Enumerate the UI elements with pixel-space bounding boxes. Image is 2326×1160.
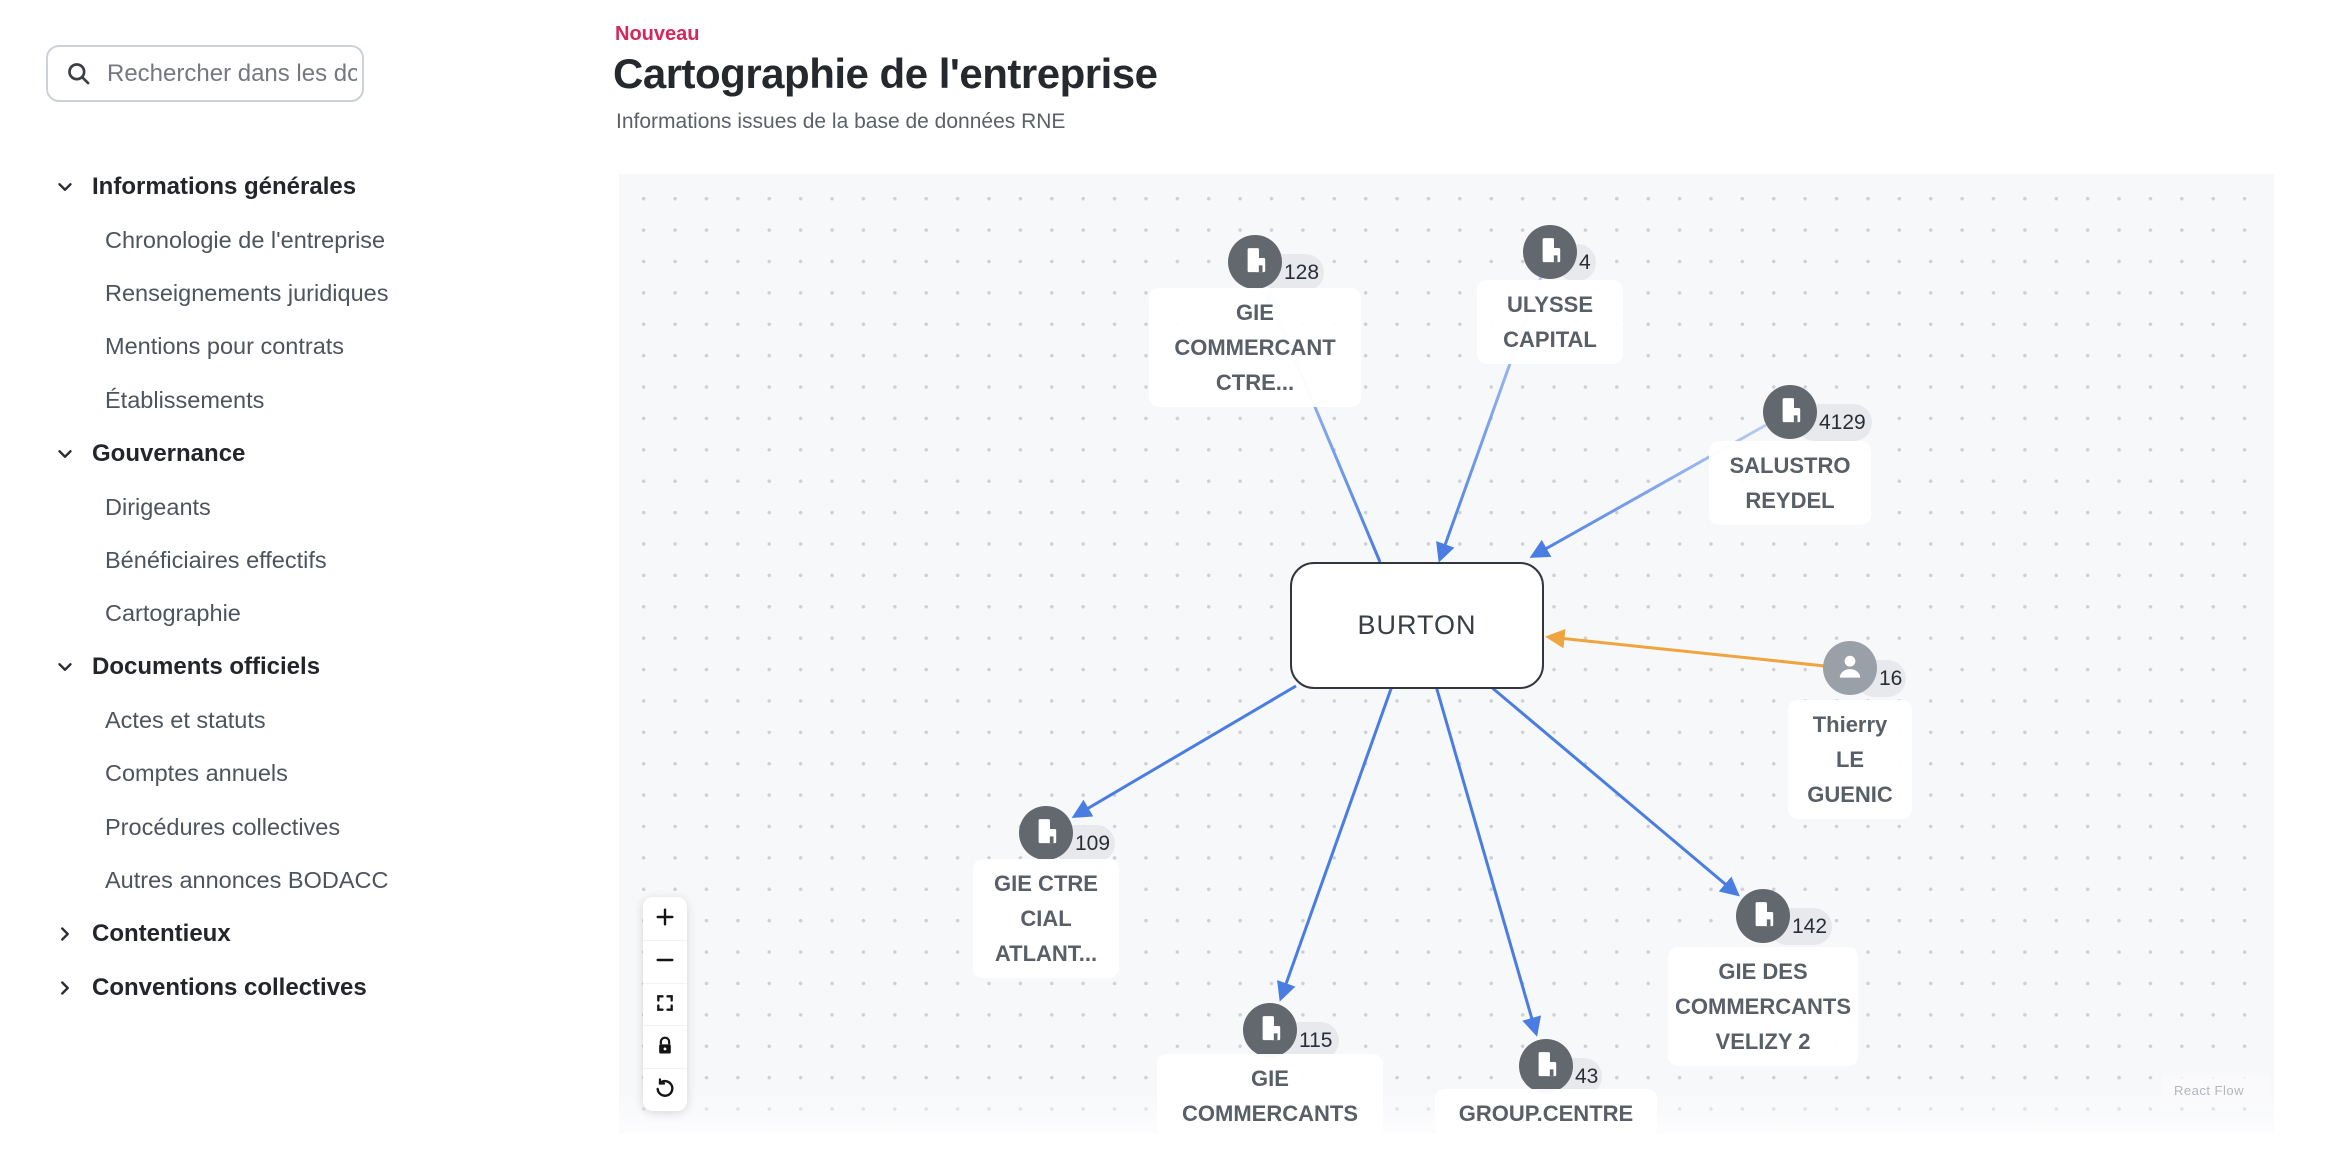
sidebar-section-label: Informations générales: [92, 172, 357, 200]
sidebar-item-2-0[interactable]: Actes et statuts: [0, 694, 566, 747]
node-group-centre-badge-count: 43: [1575, 1065, 1599, 1088]
fit-view-icon: [655, 993, 675, 1016]
sidebar-item-label: Autres annonces BODACC: [105, 867, 389, 894]
building-icon: [1529, 1047, 1563, 1086]
sidebar-item-0-2[interactable]: Mentions pour contrats: [0, 320, 566, 373]
sidebar-section-3[interactable]: Contentieux: [0, 907, 566, 960]
node-gie-commercant-ctre-badge-count: 128: [1284, 261, 1320, 284]
sidebar-item-label: Chronologie de l'entreprise: [105, 226, 386, 253]
sidebar-section-0[interactable]: Informations générales: [0, 160, 566, 213]
chevron-down-icon: [54, 656, 76, 678]
sidebar-section-4[interactable]: Conventions collectives: [0, 961, 566, 1014]
sidebar-section-label: Conventions collectives: [92, 973, 367, 1001]
building-icon: [1253, 1011, 1287, 1050]
sidebar-item-label: Comptes annuels: [105, 760, 288, 787]
sidebar-item-label: Établissements: [105, 386, 265, 413]
node-salustro-reydel-badge-count: 4129: [1819, 411, 1866, 434]
building-icon: [1533, 233, 1567, 272]
graph-controls: [643, 897, 687, 1111]
search-input[interactable]: [105, 58, 359, 89]
page-title: Cartographie de l'entreprise: [613, 50, 1158, 97]
edge-burton-to-gie-ctre-cial: [1071, 684, 1297, 818]
sidebar-item-label: Renseignements juridiques: [105, 279, 389, 306]
sidebar-item-label: Mentions pour contrats: [105, 333, 345, 360]
sidebar-section-2[interactable]: Documents officiels: [0, 641, 566, 694]
node-thierry-le-guenic[interactable]: [1823, 641, 1877, 695]
chevron-right-icon: [54, 977, 76, 999]
node-velizy-2[interactable]: [1736, 889, 1790, 943]
node-group-centre-label: GROUP.CENTRE: [1435, 1089, 1657, 1134]
reset-icon: [654, 1077, 676, 1103]
zoom-in-button[interactable]: [643, 897, 687, 940]
plus-icon: [654, 906, 676, 931]
new-badge: Nouveau: [615, 23, 700, 45]
node-ulysse-capital-badge-count: 4: [1579, 251, 1591, 274]
node-thierry-le-guenic-badge-count: 16: [1879, 667, 1903, 690]
chevron-down-icon: [54, 176, 76, 198]
node-gie-ctre-cial-atlant[interactable]: [1019, 806, 1073, 860]
node-gie-commercants[interactable]: [1243, 1003, 1297, 1057]
edge-burton-to-gie-commercants: [1277, 685, 1394, 1002]
node-velizy-2-badge-count: 142: [1792, 915, 1828, 938]
building-icon: [1238, 243, 1272, 282]
reset-button[interactable]: [643, 1068, 687, 1111]
sidebar-item-label: Actes et statuts: [105, 707, 266, 734]
sidebar-item-label: Dirigeants: [105, 493, 211, 520]
document-search-box[interactable]: [46, 45, 364, 102]
sidebar-item-0-1[interactable]: Renseignements juridiques: [0, 267, 566, 320]
node-ulysse-capital[interactable]: [1523, 225, 1577, 279]
page-subtitle: Informations issues de la base de donnée…: [616, 110, 1066, 133]
sidebar-item-label: Cartographie: [105, 600, 241, 627]
chevron-right-icon: [54, 923, 76, 945]
sidebar-item-2-3[interactable]: Autres annonces BODACC: [0, 854, 566, 907]
building-icon: [1746, 897, 1780, 936]
node-group-centre[interactable]: [1519, 1039, 1573, 1093]
node-gie-commercants-badge-count: 115: [1299, 1029, 1333, 1052]
lock-button[interactable]: [643, 1025, 687, 1069]
sidebar-section-1[interactable]: Gouvernance: [0, 427, 566, 480]
sidebar-section-label: Gouvernance: [92, 439, 246, 467]
fit-view-button[interactable]: [643, 982, 687, 1026]
node-burton[interactable]: BURTON: [1290, 562, 1544, 689]
node-gie-commercant-ctre[interactable]: [1228, 235, 1282, 289]
zoom-out-button[interactable]: [643, 939, 687, 983]
sidebar-item-2-1[interactable]: Comptes annuels: [0, 747, 566, 800]
sidebar-item-label: Procédures collectives: [105, 813, 341, 840]
lock-icon: [655, 1036, 675, 1059]
edge-thierry-le-guenic-to-burton: [1545, 628, 1826, 668]
sidebar-section-label: Documents officiels: [92, 653, 321, 681]
person-icon: [1833, 649, 1867, 688]
sidebar-item-label: Bénéficiaires effectifs: [105, 546, 327, 573]
chevron-down-icon: [54, 443, 76, 465]
edge-burton-to-velizy-2: [1489, 684, 1740, 897]
building-icon: [1773, 393, 1807, 432]
sidebar-item-0-3[interactable]: Établissements: [0, 374, 566, 427]
minus-icon: [654, 949, 676, 974]
node-gie-ctre-cial-atlant-badge-count: 109: [1075, 832, 1111, 855]
sidebar-section-label: Contentieux: [92, 920, 231, 948]
sidebar-item-1-1[interactable]: Bénéficiaires effectifs: [0, 534, 566, 587]
edge-burton-to-group-centre: [1434, 685, 1542, 1037]
node-salustro-reydel[interactable]: [1763, 385, 1817, 439]
search-icon: [68, 63, 90, 85]
reactflow-attribution[interactable]: React Flow: [2161, 1075, 2270, 1106]
sidebar-item-1-2[interactable]: Cartographie: [0, 587, 566, 640]
sidebar-item-1-0[interactable]: Dirigeants: [0, 480, 566, 533]
node-burton-label: BURTON: [1357, 610, 1477, 640]
sidebar-item-2-2[interactable]: Procédures collectives: [0, 801, 566, 854]
building-icon: [1029, 814, 1063, 853]
sidebar-item-0-0[interactable]: Chronologie de l'entreprise: [0, 213, 566, 266]
